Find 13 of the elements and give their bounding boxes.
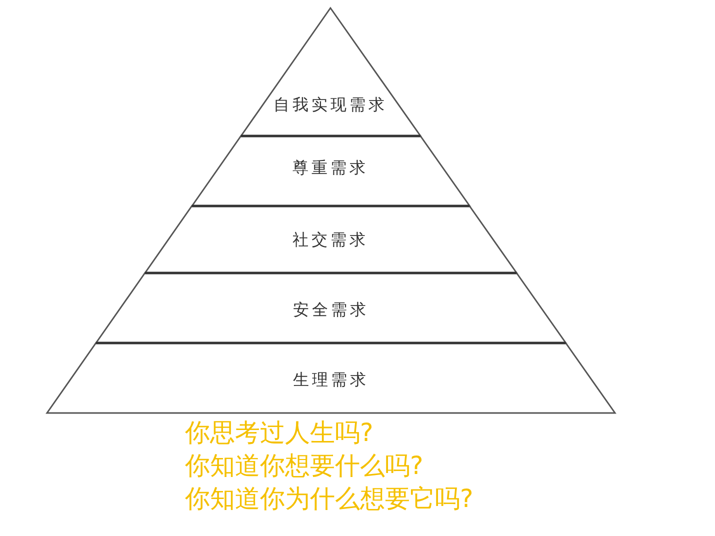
pyramid-level [240,8,420,136]
level-label: 安全需求 [292,300,370,320]
pyramid-level [47,343,615,413]
level-label: 尊重需求 [291,158,370,178]
question-text: 你知道你为什么想要它吗? [185,484,474,514]
question-text: 你知道你想要什么吗? [185,451,424,481]
pyramid-level [192,136,470,206]
level-label: 生理需求 [292,370,370,390]
level-label: 社交需求 [292,230,370,250]
pyramid-level [144,206,516,273]
level-label: 自我实现需求 [272,95,388,115]
question-text: 你思考过人生吗? [185,418,374,448]
pyramid-level [96,273,566,343]
